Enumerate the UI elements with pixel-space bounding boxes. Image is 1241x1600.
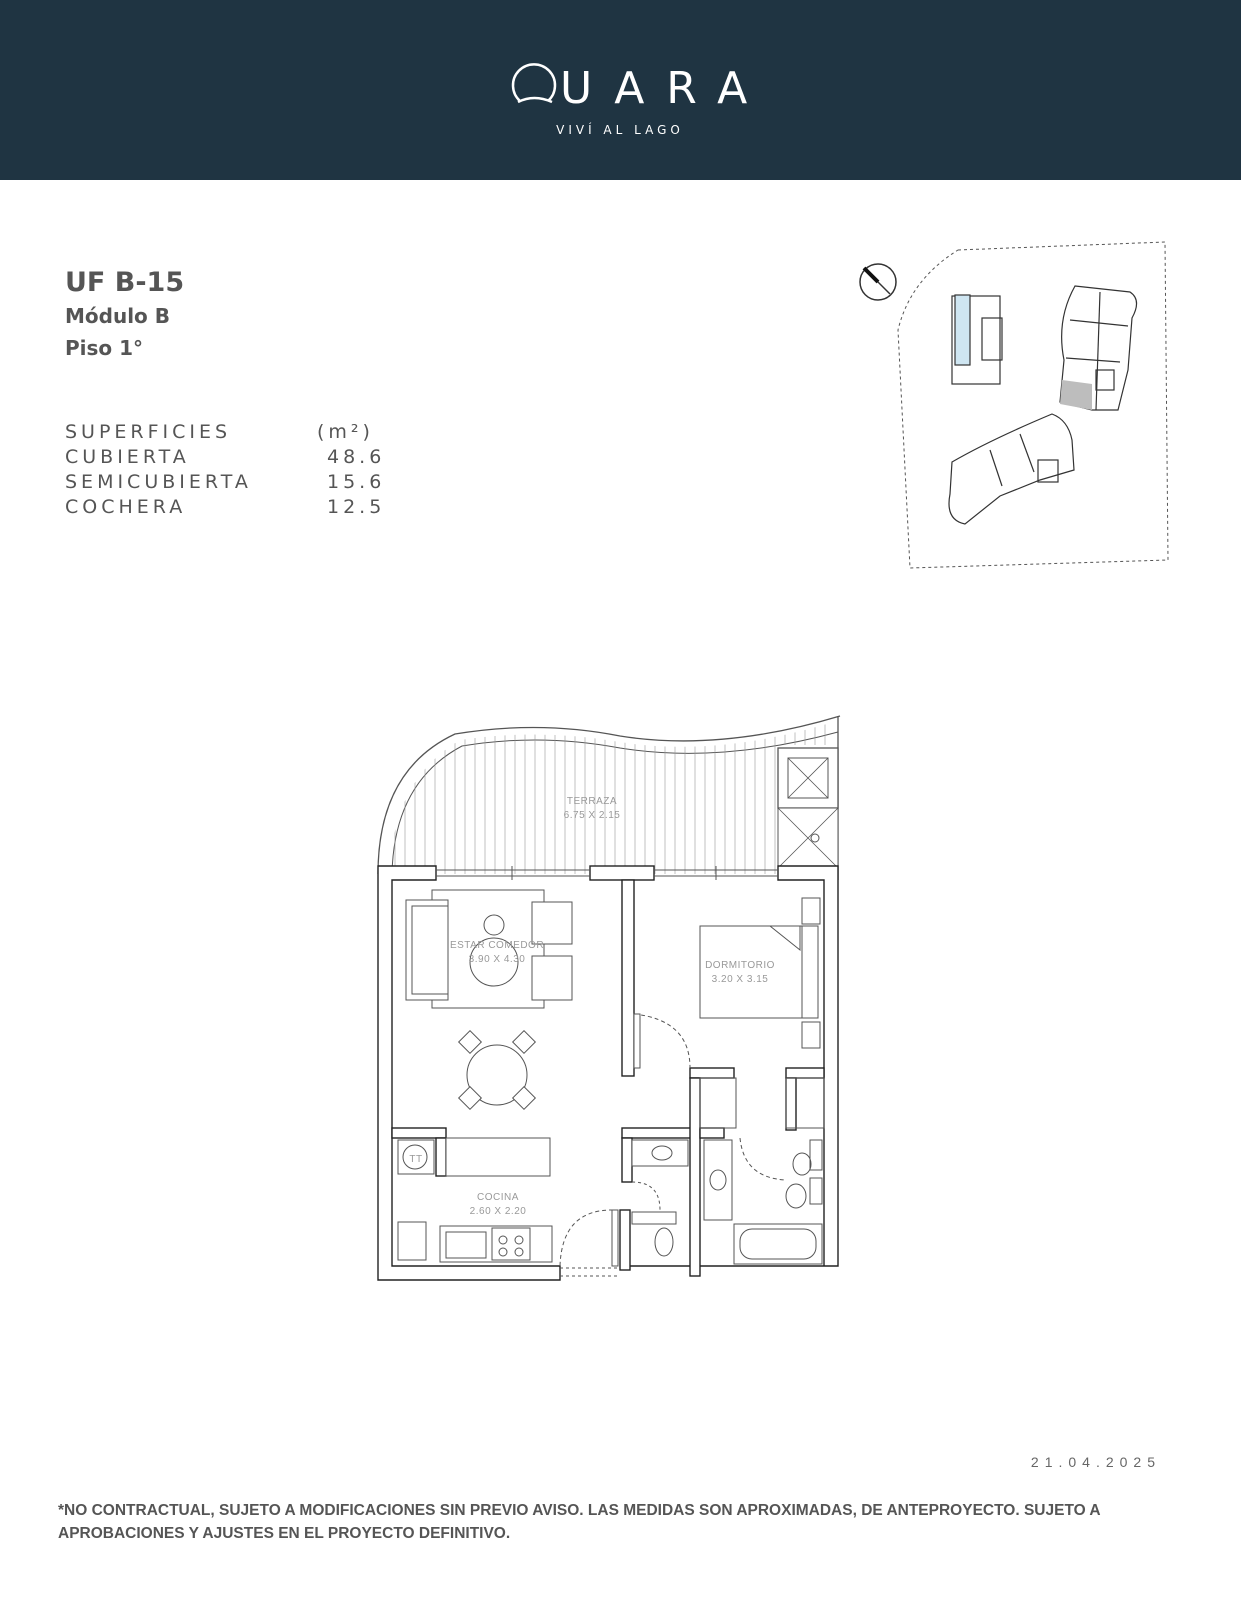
surface-row: COCHERA 12.5 (65, 495, 405, 520)
surface-row: SEMICUBIERTA 15.6 (65, 470, 405, 495)
terrace-decking (394, 720, 826, 874)
bedroom-furniture (633, 897, 821, 1069)
surfaces-header: SUPERFICIES (m²) (65, 420, 405, 445)
brand-logo: UARA VIVÍ AL LAGO (511, 63, 769, 137)
living-furniture (405, 889, 573, 1111)
site-boundary (897, 241, 1169, 569)
brand-name-rest: UARA (560, 63, 769, 114)
header-banner: UARA VIVÍ AL LAGO (0, 0, 1241, 180)
surface-row: CUBIERTA 48.6 (65, 445, 405, 470)
surface-value: 15.6 (327, 471, 386, 493)
living-size: 3.90 X 4.30 (469, 954, 526, 965)
document-date: 21.04.2025 (1030, 1454, 1161, 1470)
disclaimer: *NO CONTRACTUAL, SUJETO A MODIFICACIONES… (58, 1502, 1101, 1542)
bathroom-fixtures (631, 1137, 823, 1265)
surface-label: COCHERA (65, 496, 187, 518)
surfaces-unit-label: (m²) (317, 421, 374, 443)
site-building-c (948, 413, 1075, 525)
floor-plan: TERRAZA 6.75 X 2.15 (377, 715, 841, 1281)
surface-value: 48.6 (327, 446, 386, 468)
brand-tagline: VIVÍ AL LAGO (556, 122, 684, 137)
unit-info: UF B-15 Módulo B Piso 1° (65, 266, 184, 364)
bedroom-label: DORMITORIO (705, 960, 775, 971)
site-building-b (1059, 285, 1138, 411)
north-arrow-icon (859, 263, 897, 301)
surface-label: CUBIERTA (65, 446, 190, 468)
terrace-label: TERRAZA (567, 796, 617, 807)
boiler-label: TT (409, 1154, 422, 1165)
surface-label: SEMICUBIERTA (65, 471, 252, 493)
surfaces-table: SUPERFICIES (m²) CUBIERTA 48.6 SEMICUBIE… (65, 420, 405, 520)
surface-value: 12.5 (327, 496, 386, 518)
kitchen-size: 2.60 X 2.20 (470, 1206, 527, 1217)
windows (436, 866, 778, 1277)
terrace: TERRAZA 6.75 X 2.15 (377, 715, 841, 880)
kitchen-label: COCINA (477, 1192, 519, 1203)
surfaces-header-label: SUPERFICIES (65, 421, 232, 443)
site-location-map (859, 241, 1169, 569)
unit-title: UF B-15 (65, 267, 185, 298)
unit-module: Módulo B (65, 304, 170, 328)
unit-floor: Piso 1° (65, 336, 144, 360)
walls (377, 865, 839, 1281)
closet (699, 1077, 825, 1129)
site-building-a (951, 294, 1003, 385)
terrace-size: 6.75 X 2.15 (564, 810, 621, 821)
living-label: ESTAR COMEDOR (450, 940, 544, 951)
bedroom-size: 3.20 X 3.15 (712, 974, 769, 985)
kitchen-furniture (397, 1137, 619, 1267)
